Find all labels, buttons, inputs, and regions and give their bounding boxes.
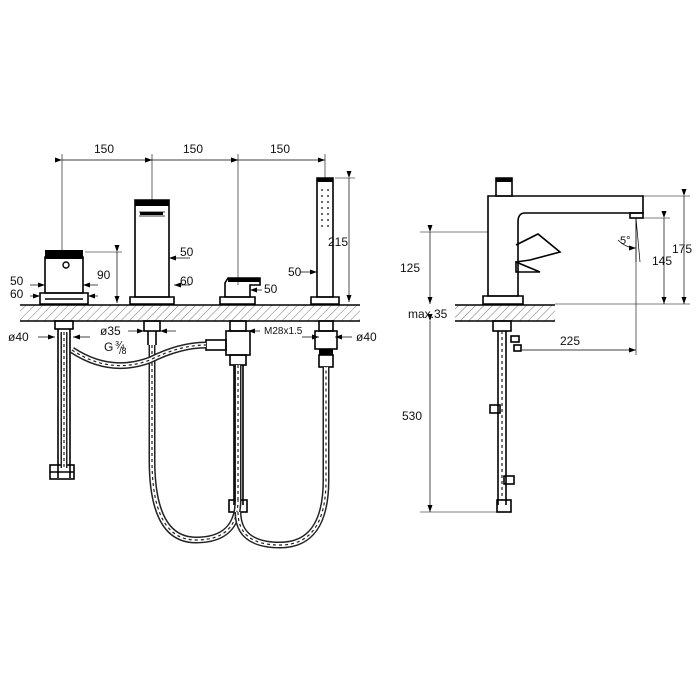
spout-front-dimensions: [169, 255, 190, 288]
spacing-dimension-line: [55, 154, 326, 285]
valve-body-left: [39, 250, 89, 305]
underdeck-shower: [314, 320, 338, 368]
spacing-label-2: 150: [183, 142, 203, 156]
spout-width-60-label: 60: [180, 274, 194, 288]
braided-hoses-front: [60, 332, 330, 549]
spout-body-front: [129, 199, 175, 305]
dia-35-label: ø35: [100, 324, 121, 338]
side-view-spout: [482, 177, 644, 305]
underdeck-spout-center: [143, 320, 161, 345]
side-height-dimensions: [420, 189, 690, 305]
deck-thickness-dimension: [420, 314, 500, 513]
metric-thread-label: M28x1.5: [264, 326, 303, 337]
dia-right-label: ø40: [356, 330, 377, 344]
side-underdeck: [489, 320, 522, 513]
mixer-width-50-label: 50: [264, 282, 278, 296]
thread-fraction-denominator-label: /8: [119, 346, 127, 356]
side-height-175-label: 175: [672, 242, 692, 256]
valve-width-50-label: 50: [10, 274, 24, 288]
deck-max-label: max.35: [408, 307, 448, 321]
thread-g-label: G: [104, 340, 113, 354]
shower-dimensions: [300, 171, 355, 302]
reach-225-label: 225: [560, 334, 580, 348]
reach-dimension: [522, 218, 637, 355]
spacing-label-3: 150: [270, 142, 290, 156]
mixer-body-front: [219, 277, 261, 305]
side-height-125-label: 125: [400, 261, 420, 275]
deck-surface-front: [20, 304, 360, 322]
valve-width-60-label: 60: [10, 287, 24, 301]
angle-5-label: 5°: [620, 235, 631, 247]
dia-left-label: ø40: [8, 330, 29, 344]
hose-length-530-label: 530: [402, 409, 422, 423]
thread-fraction-label: ¾: [115, 340, 125, 352]
valve-left-dimensions: [30, 245, 122, 303]
shower-nozzle-dots: [321, 189, 329, 227]
side-height-145-label: 145: [652, 254, 672, 268]
underdeck-dimensions: [38, 328, 352, 340]
side-view-lever: [515, 233, 562, 273]
shower-width-50-label: 50: [288, 265, 302, 279]
shower-height-215-label: 215: [328, 235, 348, 249]
spacing-label-1: 150: [94, 142, 114, 156]
valve-height-90-label: 90: [97, 268, 111, 282]
underdeck-mixer: [205, 320, 251, 513]
deck-surface-side: [455, 304, 555, 322]
spout-width-50-label: 50: [180, 245, 194, 259]
hand-shower-front: [310, 177, 340, 305]
